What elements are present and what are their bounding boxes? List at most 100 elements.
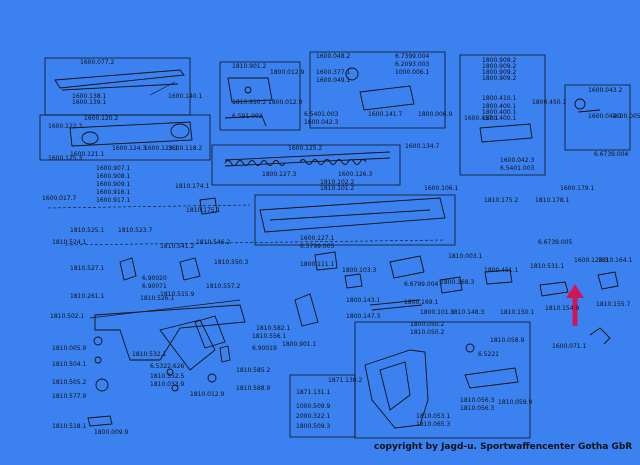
part-number-label: 1600.042.3 [500,157,535,164]
part-number-label: 1810.525.1 [70,227,105,234]
part-number-label: 1600.044.1 [588,113,623,120]
part-number-label: 1600.127.1 [300,235,335,242]
part-number-label: 1600.377.1 [316,69,351,76]
part-number-label: 1600.118.2 [168,145,203,152]
part-number-label: 1810.033.9 [150,381,185,388]
part-number-label: 1810.058.9 [490,337,525,344]
part-number-label: 1600.071.1 [552,343,587,350]
part-number-label: 6.6739.004 [594,151,629,158]
part-number-label: 1810.065.3 [416,421,451,428]
part-number-label: 1600.125.3 [48,155,83,162]
part-number-label: 1810.531.1 [530,263,565,270]
part-number-label: 6.5401.003 [500,165,535,172]
part-number-label: 1800.168.3 [440,279,475,286]
part-number-label: 2000.322.1 [296,413,331,420]
part-number-label: 1800.509.3 [296,423,331,430]
part-number-label: 1600.120.2 [84,115,119,122]
part-number-label: 1810.532.1 [132,351,167,358]
part-number-label: 1800.909.2 [482,63,517,70]
part-number-label: 6.90071 [142,283,167,290]
part-number-label: 1871.131.1 [296,389,331,396]
part-number-label: 1810.588.9 [236,385,271,392]
part-number-label: 1000.006.1 [395,69,430,76]
part-number-label: 1600.138.1 [72,93,107,100]
part-number-label: 6.6799.004 [404,281,439,288]
part-number-label: 6.591.002 [232,113,263,120]
part-number-label: 1800.103.3 [342,267,377,274]
group-boxes [39,51,631,439]
part-number-label: 1810.552.5 [150,373,185,380]
part-number-label: 1600.124.3 [112,145,147,152]
part-number-label: 1810.910.2 [232,99,267,106]
part-number-label: 1810.550.3 [214,259,249,266]
part-number-label: 1810.582.1 [256,325,291,332]
part-number-label: 1810.059.9 [498,399,533,406]
part-number-label: 1800.147.3 [346,313,381,320]
part-number-label: 1600.179.1 [560,185,595,192]
part-number-label: 1800.450.1 [532,99,567,106]
part-number-label: 1800.009.9 [94,429,129,436]
part-number-label: 1810.524.1 [52,239,87,246]
part-number-label: 1600.908.1 [96,173,131,180]
part-number-label: 1800.050.2 [410,321,445,328]
part-number-label: 1810.003.1 [448,253,483,260]
part-number-label: 1810.178.1 [535,197,570,204]
part-number-label: 1800.410.1 [482,95,517,102]
part-number-label: 1810.526.1 [140,295,175,302]
part-number-label: 1600.121.1 [70,151,105,158]
part-number-label: 1810.175.1 [186,207,221,214]
part-number-label: 6.7399.004 [395,53,430,60]
copyright-notice: copyright by Jagd-u. Sportwaffencenter G… [374,442,632,452]
part-number-label: 6.90020 [142,275,167,282]
part-number-label: 1810.261.1 [70,293,105,300]
part-number-label: 1810.175.2 [484,197,519,204]
part-number-label: 1600.125.2 [288,145,323,152]
part-number-label: 1810.502.1 [50,313,85,320]
part-number-label: 1810.056.3 [460,397,495,404]
part-number-label: 1810.505.2 [52,379,87,386]
part-number-label: 1810.523.7 [118,227,153,234]
part-number-label: 1600.916.1 [96,189,131,196]
part-number-label: 1810.527.1 [70,265,105,272]
part-number-label: 1810.012.9 [190,391,225,398]
part-number-label: 1600.042.3 [304,119,339,126]
part-number-label: 1600.048.2 [316,53,351,60]
part-number-label: 6.5401.003 [304,111,339,118]
part-number-label: 6.6739.005 [538,239,573,246]
part-shapes [47,67,619,429]
part-number-label: 1600.134.7 [405,143,440,150]
part-number-label: 6.5799.005 [300,243,335,250]
part-number-label: 1800.901.1 [282,341,317,348]
part-number-label: 1600.049.1 [316,77,351,84]
part-number-label: 1810.154.9 [545,305,580,312]
part-number-label: 1810.102.2 [320,179,355,186]
red-arrow-indicator [566,284,584,326]
part-number-label: 1800.012.9 [270,69,305,76]
part-number-label: 1600.917.1 [96,197,131,204]
part-number-label: 1800.006.9 [418,111,453,118]
part-number-label: 1800.909.2 [482,75,517,82]
part-number-label: 6.5322.626 [150,363,185,370]
part-number-label: 1600.123.1 [144,145,179,152]
part-number-label: 1810.585.2 [236,367,271,374]
part-number-label: 1810.556.1 [252,333,287,340]
part-number-label: 1600.005.1 [612,113,640,120]
part-number-label: 1810.148.3 [450,309,485,316]
part-number-label: 1600.139.1 [72,99,107,106]
part-number-label: 1810.164.1 [598,257,633,264]
part-number-label: 1800.169.1 [404,299,439,306]
part-number-label: 1800.400.1 [482,103,517,110]
part-number-label: 1810.174.1 [175,183,210,190]
part-number-label: 1600.122.3 [48,123,83,130]
part-number-label: 1810.150.1 [500,309,535,316]
part-number-label: 1800.400.1 [482,115,517,122]
part-number-label: 1800.909.2 [482,69,517,76]
part-number-label: 1600.017.7 [42,195,77,202]
part-number-label: 1810.101.2 [320,185,355,192]
part-number-label: 1600.140.1 [168,93,203,100]
part-number-labels: 1600.077.21600.138.11600.139.11600.140.1… [42,53,640,436]
part-number-label: 1810.053.1 [416,413,451,420]
part-number-label: 1600.126.3 [338,171,373,178]
